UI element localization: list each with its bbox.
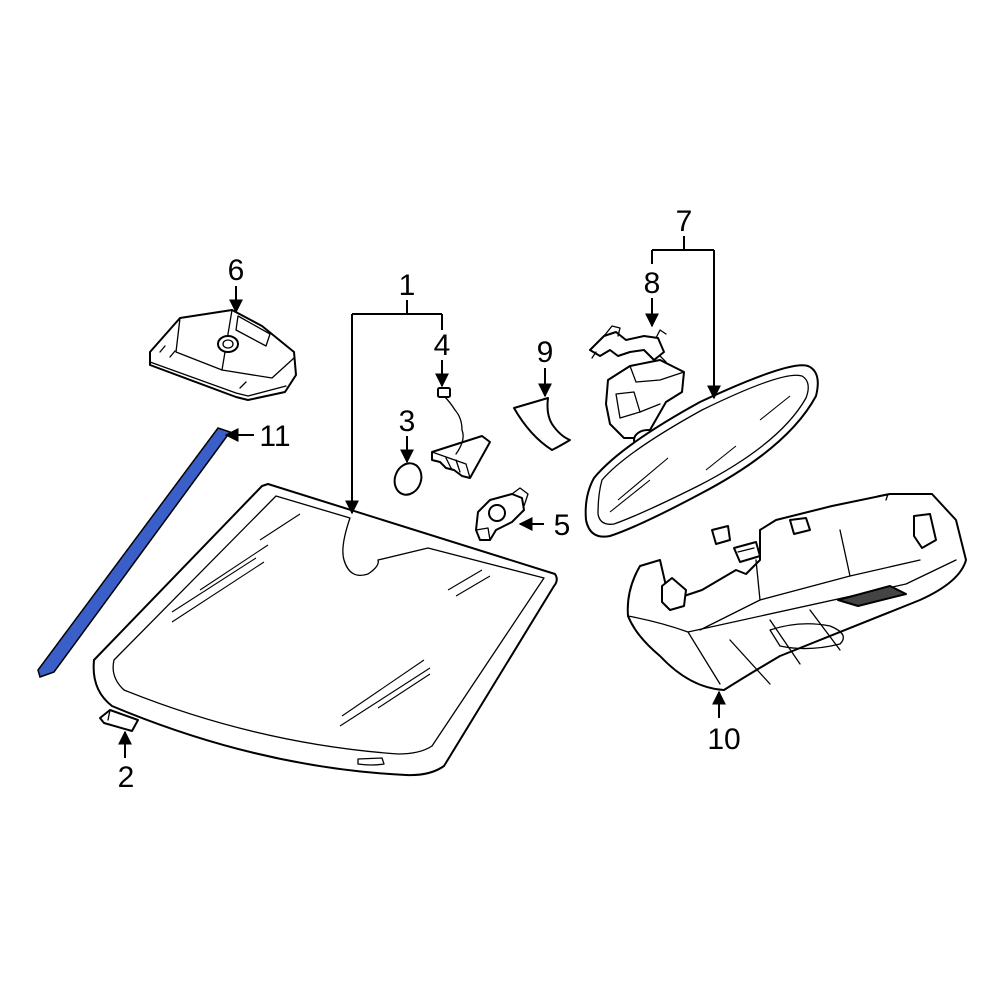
callout-10: 10: [707, 723, 740, 756]
callout-9: 9: [537, 336, 554, 369]
callout-3: 3: [399, 405, 416, 438]
part-7-rearview-mirror[interactable]: [584, 359, 819, 538]
callout-8: 8: [644, 267, 661, 300]
part-5-rain-sensor[interactable]: [475, 487, 529, 541]
callout-labels: 1 2 3 4 5 6 7 8 9 10 11: [118, 205, 741, 794]
callout-6: 6: [228, 254, 245, 287]
callout-2: 2: [118, 761, 135, 794]
leader-lines: [118, 236, 726, 758]
part-6-camera-module[interactable]: [149, 309, 297, 401]
callout-7: 7: [676, 205, 693, 238]
callout-1: 1: [399, 269, 416, 302]
part-4-sensor-bracket[interactable]: [431, 387, 491, 479]
part-2-clip[interactable]: [99, 709, 139, 732]
callout-11: 11: [259, 420, 290, 453]
windshield-glass[interactable]: [92, 483, 558, 777]
part-3-pad[interactable]: [390, 460, 425, 499]
callout-5: 5: [554, 509, 571, 542]
part-9-cover[interactable]: [513, 397, 571, 451]
callout-4: 4: [434, 329, 451, 362]
part-10-overhead-console[interactable]: [626, 493, 967, 691]
part-8-bracket[interactable]: [589, 325, 667, 363]
